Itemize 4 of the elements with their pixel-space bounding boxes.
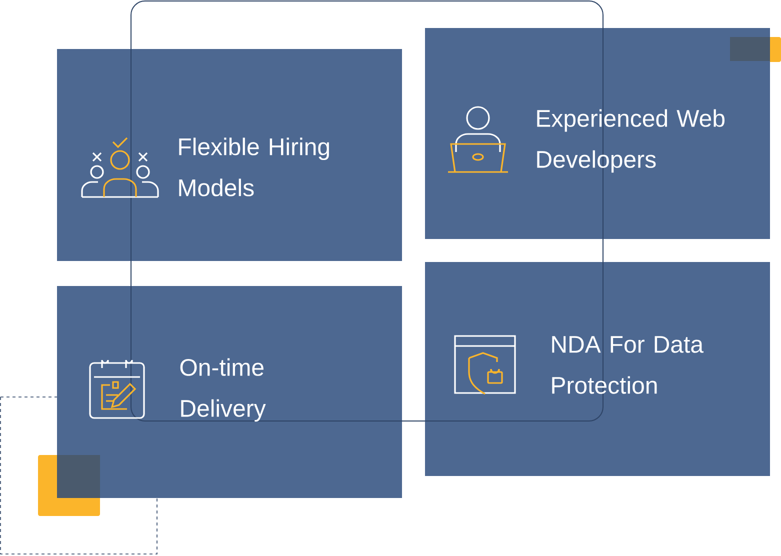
card-title: On-time Delivery <box>180 358 266 422</box>
card-title: Flexible Hiring Models <box>179 138 329 196</box>
card-title: NDA For Data Protection <box>552 336 704 394</box>
card-title: Experienced Web Developers <box>537 109 725 173</box>
